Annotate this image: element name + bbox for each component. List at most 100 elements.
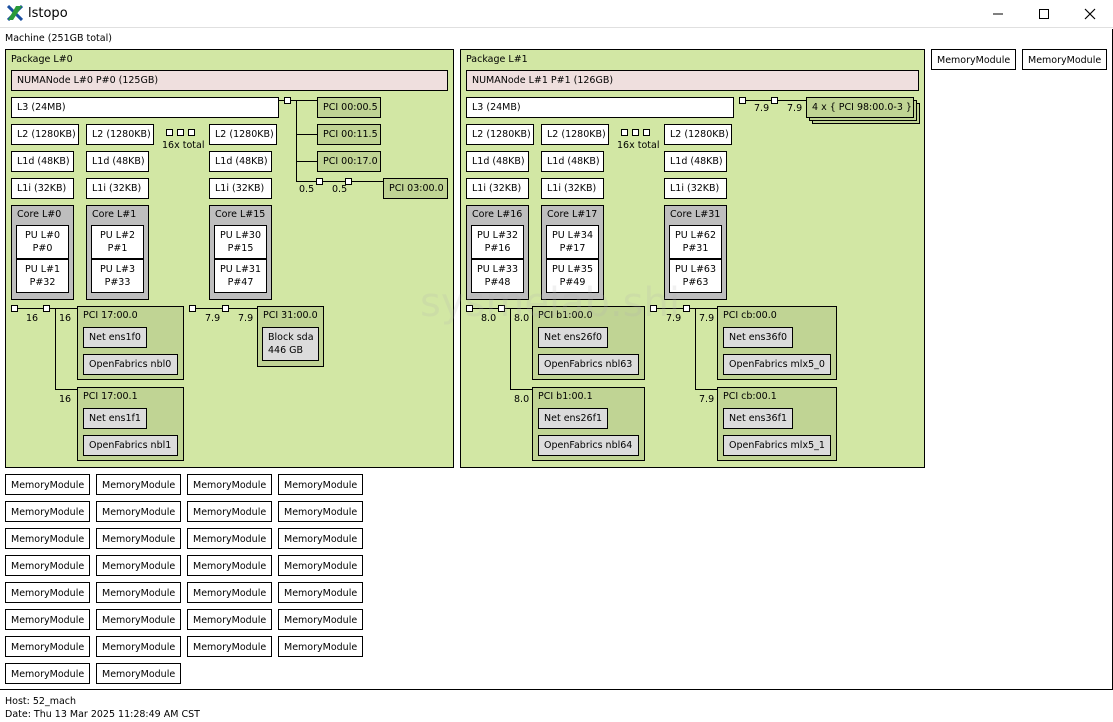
- l2-cache[interactable]: L2 (1280KB): [86, 124, 154, 145]
- memory-module[interactable]: MemoryModule: [278, 555, 363, 576]
- memory-module[interactable]: MemoryModule: [96, 555, 181, 576]
- net-device[interactable]: Net ens36f1: [723, 408, 793, 429]
- net-device[interactable]: Net ens26f1: [538, 408, 608, 429]
- memory-module[interactable]: MemoryModule: [96, 582, 181, 603]
- memory-module[interactable]: MemoryModule: [187, 636, 272, 657]
- memory-module[interactable]: MemoryModule: [278, 474, 363, 495]
- memory-module[interactable]: MemoryModule: [96, 528, 181, 549]
- memory-module[interactable]: MemoryModule: [5, 636, 90, 657]
- bridge-indicator: [771, 97, 778, 104]
- bridge-indicator: [189, 305, 196, 312]
- net-device[interactable]: Net ens1f1: [83, 408, 147, 429]
- minimize-button[interactable]: [975, 0, 1021, 28]
- net-device[interactable]: Net ens1f0: [83, 327, 147, 348]
- pci-device[interactable]: PCI 00:17.0: [317, 151, 381, 172]
- memory-module[interactable]: MemoryModule: [96, 663, 181, 684]
- pci-device[interactable]: PCI 00:00.5: [317, 97, 381, 118]
- net-device[interactable]: Net ens36f0: [723, 327, 793, 348]
- l1d-cache[interactable]: L1d (48KB): [11, 151, 74, 172]
- openfabrics-device[interactable]: OpenFabrics mlx5_0: [723, 354, 831, 375]
- memory-module[interactable]: MemoryModule: [278, 528, 363, 549]
- l3-cache-0[interactable]: L3 (24MB): [11, 97, 279, 118]
- l1i-cache[interactable]: L1i (32KB): [86, 178, 149, 199]
- maximize-button[interactable]: [1021, 0, 1067, 28]
- l1i-cache[interactable]: L1i (32KB): [664, 178, 727, 199]
- memory-module[interactable]: MemoryModule: [278, 501, 363, 522]
- openfabrics-device[interactable]: OpenFabrics nbl63: [538, 354, 639, 375]
- bridge-indicator: [316, 178, 323, 185]
- memory-module[interactable]: MemoryModule: [5, 555, 90, 576]
- l1i-cache[interactable]: L1i (32KB): [11, 178, 74, 199]
- bridge-indicator: [683, 305, 690, 312]
- close-button[interactable]: [1067, 0, 1113, 28]
- l1d-cache[interactable]: L1d (48KB): [86, 151, 149, 172]
- memory-module[interactable]: MemoryModule: [96, 501, 181, 522]
- memory-module[interactable]: MemoryModule: [5, 582, 90, 603]
- openfabrics-device[interactable]: OpenFabrics nbl64: [538, 435, 639, 456]
- l1d-cache[interactable]: L1d (48KB): [541, 151, 604, 172]
- memory-module[interactable]: MemoryModule: [278, 582, 363, 603]
- memory-module[interactable]: MemoryModule: [187, 474, 272, 495]
- pci-device[interactable]: PCI 03:00.0: [383, 178, 448, 199]
- memory-module[interactable]: MemoryModule: [187, 609, 272, 630]
- l1d-cache[interactable]: L1d (48KB): [209, 151, 272, 172]
- l1d-cache[interactable]: L1d (48KB): [466, 151, 529, 172]
- pu-label: PU L#63: [674, 264, 717, 275]
- numa-node-1[interactable]: NUMANode L#1 P#1 (126GB): [466, 70, 919, 91]
- memory-module[interactable]: MemoryModule: [5, 474, 90, 495]
- l1d-cache[interactable]: L1d (48KB): [664, 151, 727, 172]
- l2-cache[interactable]: L2 (1280KB): [466, 124, 534, 145]
- memory-module[interactable]: MemoryModule: [96, 636, 181, 657]
- l1i-cache[interactable]: L1i (32KB): [209, 178, 272, 199]
- net-device[interactable]: Net ens26f0: [538, 327, 608, 348]
- memory-module[interactable]: MemoryModule: [96, 609, 181, 630]
- memory-module[interactable]: MemoryModule: [5, 501, 90, 522]
- l1i-cache[interactable]: L1i (32KB): [466, 178, 529, 199]
- memory-module[interactable]: MemoryModule: [187, 528, 272, 549]
- memory-module[interactable]: MemoryModule: [187, 555, 272, 576]
- openfabrics-device[interactable]: OpenFabrics nbl1: [83, 435, 178, 456]
- numa-node-0[interactable]: NUMANode L#0 P#0 (125GB): [11, 70, 448, 91]
- l3-cache-1[interactable]: L3 (24MB): [466, 97, 734, 118]
- openfabrics-device[interactable]: OpenFabrics mlx5_1: [723, 435, 831, 456]
- pci-label: PCI 17:00.0: [83, 310, 138, 321]
- memory-module[interactable]: MemoryModule: [96, 474, 181, 495]
- l2-cache[interactable]: L2 (1280KB): [209, 124, 277, 145]
- l2-cache[interactable]: L2 (1280KB): [664, 124, 732, 145]
- memory-module[interactable]: MemoryModule: [5, 609, 90, 630]
- memory-module[interactable]: MemoryModule: [931, 49, 1016, 70]
- l2-cache[interactable]: L2 (1280KB): [11, 124, 79, 145]
- memory-module[interactable]: MemoryModule: [187, 501, 272, 522]
- pu-label: PU L#35: [551, 264, 594, 275]
- memory-module[interactable]: MemoryModule: [187, 582, 272, 603]
- memory-module[interactable]: MemoryModule: [5, 528, 90, 549]
- memory-module[interactable]: MemoryModule: [5, 663, 90, 684]
- memory-module[interactable]: MemoryModule: [278, 636, 363, 657]
- bandwidth-label: 7.9: [699, 313, 715, 324]
- pci-device-group[interactable]: 4 x { PCI 98:00.0-3 }: [806, 97, 914, 118]
- memory-module[interactable]: MemoryModule: [1022, 49, 1107, 70]
- pci-device[interactable]: PCI 00:11.5: [317, 124, 381, 145]
- bandwidth-label: 8.0: [481, 313, 497, 324]
- connector-line: [510, 389, 532, 390]
- openfabrics-device[interactable]: OpenFabrics nbl0: [83, 354, 178, 375]
- l2-cache[interactable]: L2 (1280KB): [541, 124, 609, 145]
- block-size: 446 GB: [268, 345, 304, 356]
- pci-label: PCI cb:00.0: [723, 310, 777, 321]
- memory-module[interactable]: MemoryModule: [278, 609, 363, 630]
- total-count-label: 16x total: [617, 140, 660, 151]
- l1i-cache[interactable]: L1i (32KB): [541, 178, 604, 199]
